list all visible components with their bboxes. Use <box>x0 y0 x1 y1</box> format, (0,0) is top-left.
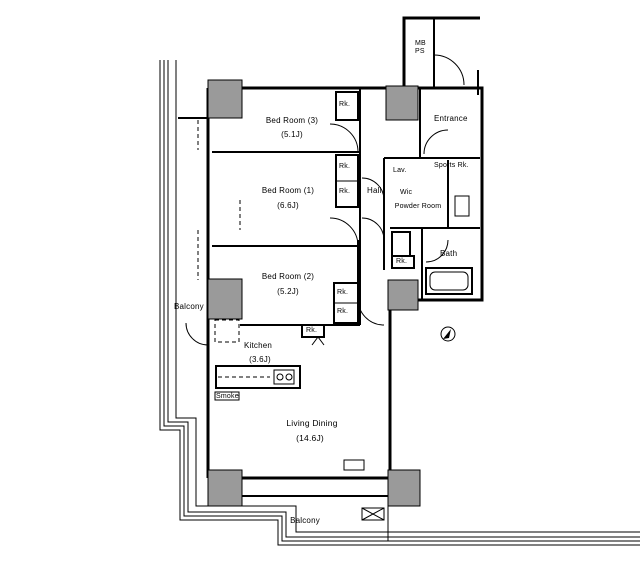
north-arrow-icon <box>440 326 456 342</box>
west-window-marks <box>197 120 241 280</box>
wic-label: Wic <box>400 189 413 196</box>
rack-label-kitchen: Rk. <box>306 327 318 334</box>
room-label-hall: Hall <box>367 186 382 195</box>
mb-label: MB <box>415 40 426 47</box>
room-label-bedroom3: Bed Room (3) <box>265 116 319 125</box>
room-size-living-dining: (14.6J) <box>296 433 324 443</box>
rack-label-bedroom1-b: Rk. <box>339 188 351 195</box>
rack-label-bedroom2-b: Rk. <box>337 308 349 315</box>
room-label-entrance: Entrance <box>434 114 468 123</box>
room-label-sports-rack: Sports Rk. <box>434 162 469 169</box>
structural-columns <box>207 79 421 507</box>
room-size-bedroom3: (5.1J) <box>281 130 303 139</box>
room-size-kitchen: (3.6J) <box>249 355 271 364</box>
room-label-bath: Bath <box>440 249 458 258</box>
kitchen-counter <box>214 365 301 401</box>
room-label-balcony-south: Balcony <box>290 516 320 525</box>
room-size-bedroom1: (6.6J) <box>277 201 299 210</box>
room-label-powder-room: Powder Room <box>395 203 442 210</box>
ps-shaft <box>402 16 480 95</box>
room-label-kitchen: Kitchen <box>243 341 273 350</box>
closets <box>301 91 415 338</box>
room-label-bedroom1: Bed Room (1) <box>261 186 315 195</box>
door-swings <box>185 123 449 346</box>
room-label-bedroom2: Bed Room (2) <box>261 272 315 281</box>
room-label-lav: Lav. <box>393 167 407 174</box>
balcony-railing <box>159 60 640 546</box>
room-label-living-dining: Living Dining <box>286 418 338 428</box>
rack-label-bedroom2-a: Rk. <box>337 289 349 296</box>
kitchen-storage <box>214 319 240 343</box>
ps-label: PS <box>415 48 425 55</box>
powder-room-text: Powder Room <box>394 203 442 210</box>
room-size-bedroom2: (5.2J) <box>277 287 299 296</box>
rack-label-bedroom1-a: Rk. <box>339 163 351 170</box>
room-label-balcony-west: Balcony <box>174 302 204 311</box>
bath-fixtures <box>425 195 473 295</box>
rack-label-hall: Rk. <box>396 258 408 265</box>
rack-label-bedroom3: Rk. <box>339 101 351 108</box>
south-window <box>242 459 389 541</box>
smoke-label: Smoke <box>216 393 239 400</box>
